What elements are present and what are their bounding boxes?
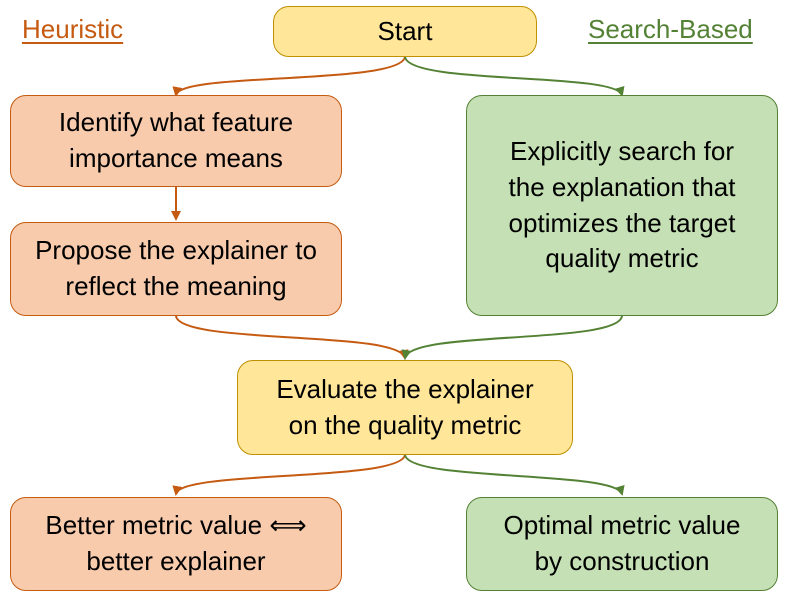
- arrow-evaluate-to-better: [172, 454, 406, 496]
- arrow-propose-to-evaluate: [175, 315, 409, 360]
- search-based-label: Search-Based: [588, 14, 753, 44]
- better-node: Better metric value ⟺ better explainer: [10, 497, 342, 591]
- heuristic-label: Heuristic: [22, 14, 124, 44]
- identify-node: Identify what feature importance means: [10, 95, 342, 187]
- evaluate-node: Evaluate the explainer on the quality me…: [237, 360, 573, 455]
- propose-node: Propose the explainer to reflect the mea…: [10, 222, 342, 316]
- start-node: Start: [273, 6, 537, 57]
- arrow-search-to-evaluate: [401, 315, 623, 360]
- optimal-node: Optimal metric value by construction: [466, 497, 778, 591]
- arrow-evaluate-to-optimal: [404, 454, 625, 496]
- arrow-start-to-search: [404, 56, 625, 97]
- search-node: Explicitly search for the explanation th…: [466, 95, 778, 316]
- arrow-start-to-identify: [172, 56, 406, 97]
